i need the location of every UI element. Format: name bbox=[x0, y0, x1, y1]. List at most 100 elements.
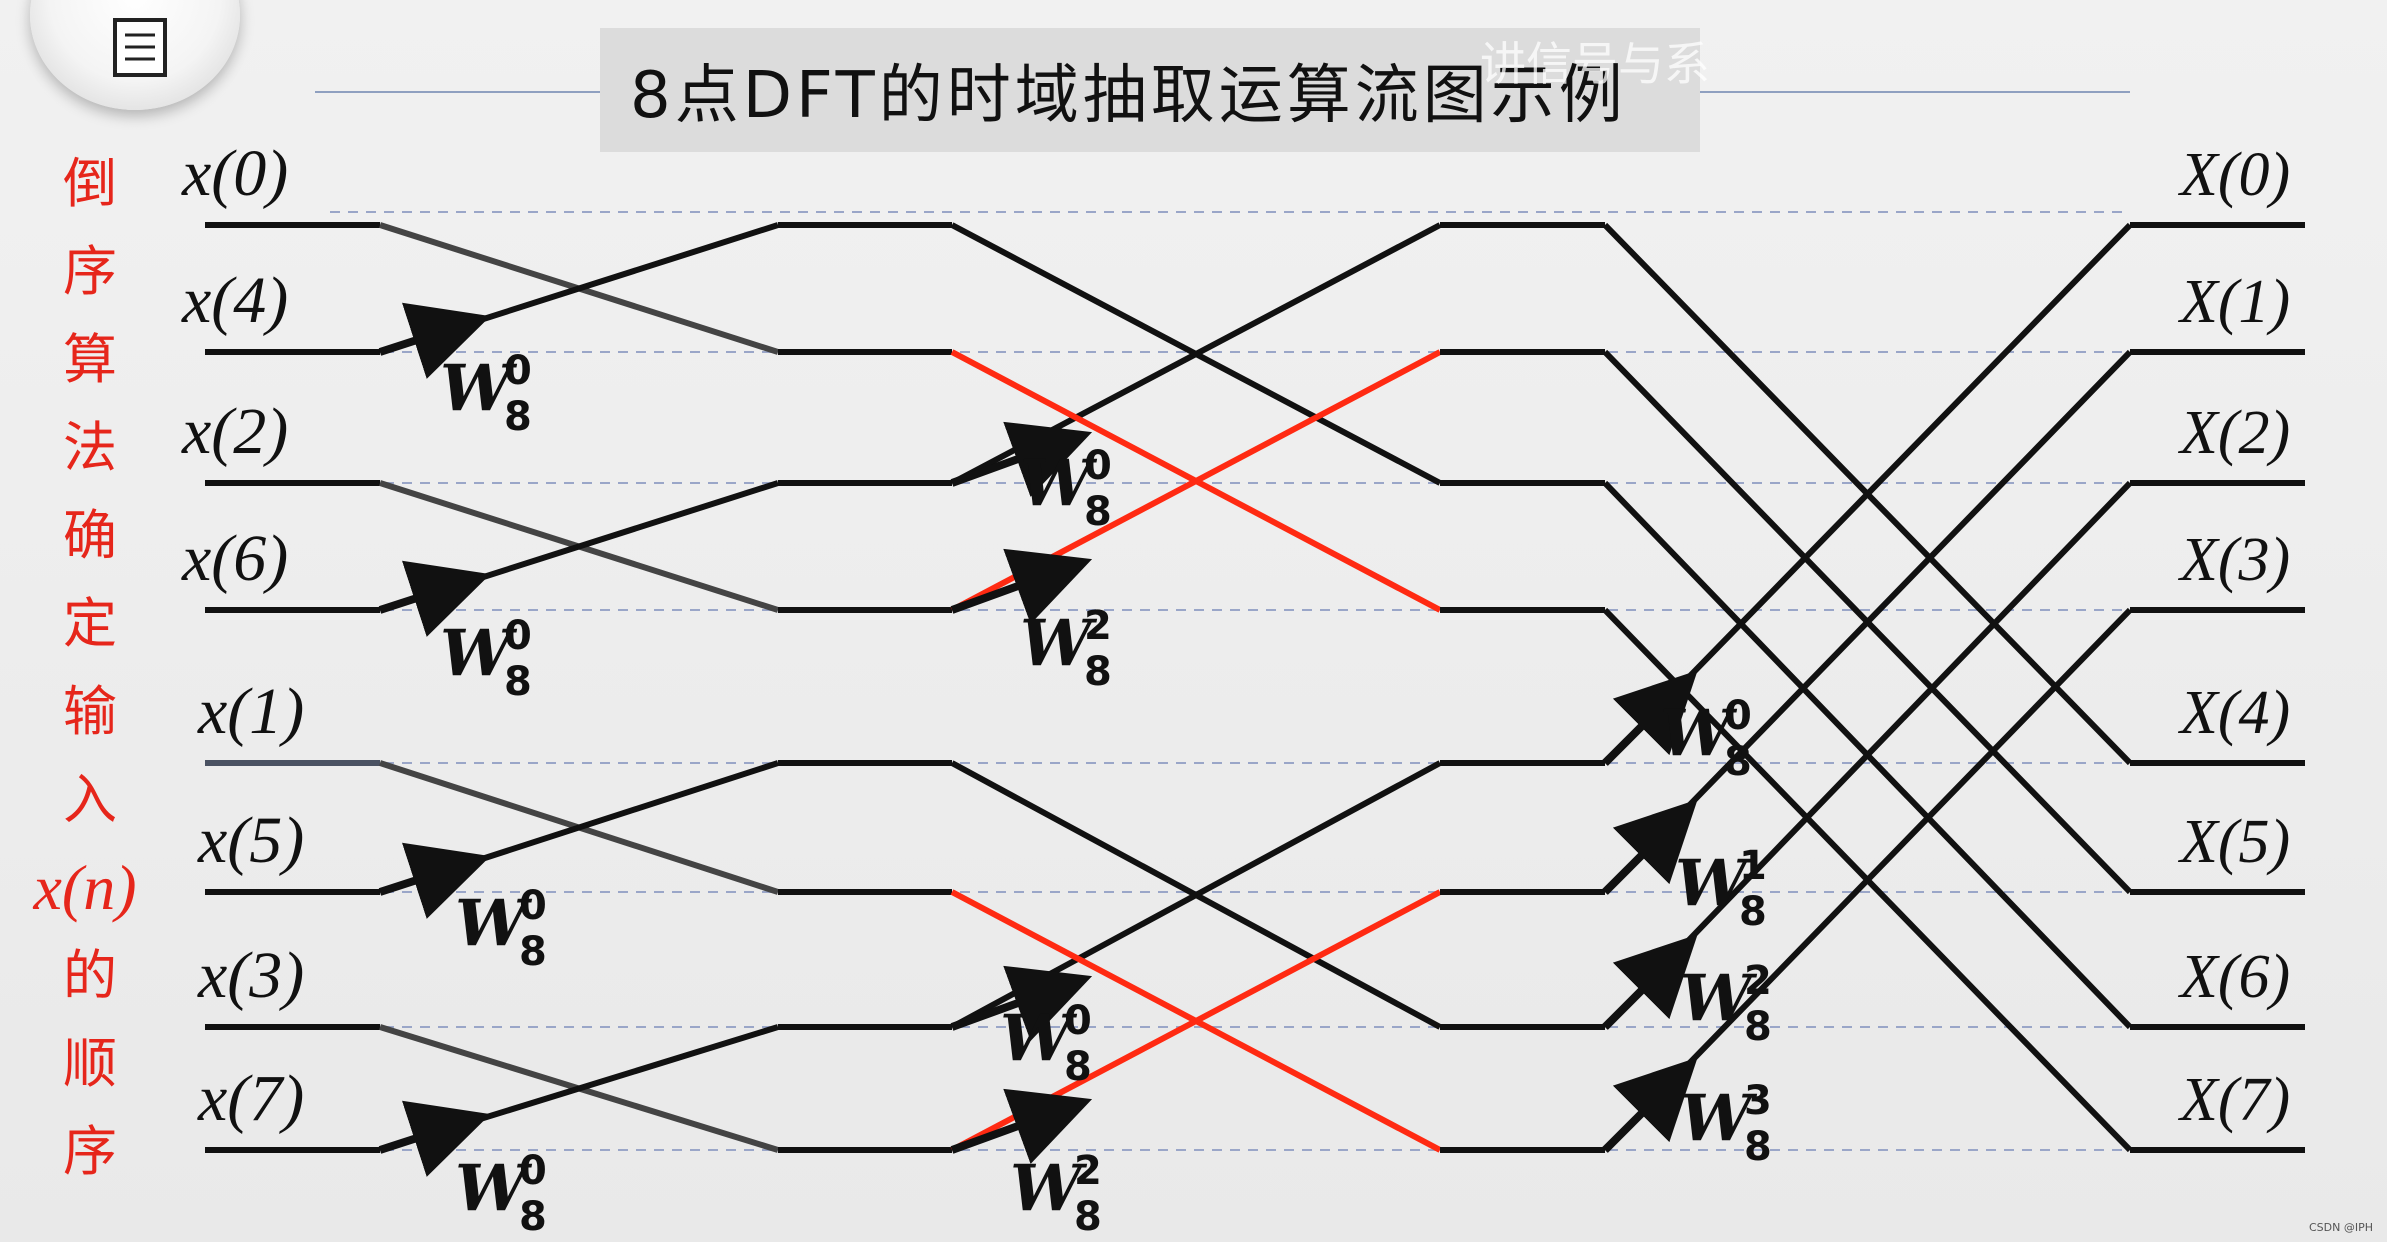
twiddle-exponent: 0 bbox=[519, 1148, 547, 1194]
twiddle-exponent: 2 bbox=[1084, 603, 1112, 649]
twiddle-exponent: 0 bbox=[504, 348, 532, 394]
twiddle-exponent: 0 bbox=[1084, 443, 1112, 489]
twiddle-stage3: W08 bbox=[1660, 693, 1752, 785]
twiddle-subscript: 8 bbox=[519, 1194, 547, 1240]
twiddle-subscript: 8 bbox=[1074, 1194, 1102, 1240]
stage2-arrow bbox=[950, 1088, 1093, 1164]
twiddle-stage2: W08 bbox=[1000, 998, 1092, 1090]
side-char: 确 bbox=[63, 504, 117, 567]
output-label: X(3) bbox=[2177, 526, 2290, 594]
twiddle-base: W bbox=[1660, 696, 1738, 771]
twiddle-base: W bbox=[455, 1151, 533, 1226]
output-label: X(4) bbox=[2177, 679, 2290, 747]
twiddle-stage3: W38 bbox=[1680, 1078, 1772, 1170]
side-char: 顺 bbox=[63, 1032, 117, 1095]
twiddle-subscript: 8 bbox=[1739, 889, 1767, 935]
output-label: X(5) bbox=[2177, 808, 2290, 876]
input-label: x(5) bbox=[197, 804, 304, 877]
twiddle-exponent: 2 bbox=[1744, 958, 1772, 1004]
guide-lines bbox=[330, 211, 2130, 1151]
twiddle-stage2: W08 bbox=[1020, 443, 1112, 535]
flow-edges bbox=[205, 222, 2305, 1153]
stage2-arrow bbox=[950, 421, 1093, 497]
twiddle-stage3: W28 bbox=[1680, 958, 1772, 1050]
input-label: x(0) bbox=[181, 137, 288, 210]
stage3-arrow bbox=[1602, 1057, 1698, 1153]
twiddle-base: W bbox=[1675, 846, 1753, 921]
twiddle-subscript: 8 bbox=[1084, 489, 1112, 535]
output-label: X(7) bbox=[2177, 1066, 2290, 1134]
twiddle-subscript: 8 bbox=[519, 929, 547, 975]
twiddle-subscript: 8 bbox=[1724, 739, 1752, 785]
stage1-arrow bbox=[378, 302, 491, 379]
twiddle-exponent: 1 bbox=[1739, 843, 1767, 889]
twiddle-stage2: W28 bbox=[1010, 1148, 1102, 1240]
stage1-arrow bbox=[378, 842, 491, 919]
twiddle-subscript: 8 bbox=[1064, 1044, 1092, 1090]
twiddle-base: W bbox=[440, 351, 518, 426]
stage3-arrow bbox=[1602, 670, 1698, 766]
twiddle-base: W bbox=[1020, 446, 1098, 521]
twiddle-stage1: W08 bbox=[455, 883, 547, 975]
stage1-arrow bbox=[378, 1100, 491, 1177]
output-label: X(2) bbox=[2177, 399, 2290, 467]
side-char: 序 bbox=[63, 240, 117, 303]
twiddle-subscript: 8 bbox=[504, 659, 532, 705]
stage1-arrow bbox=[378, 560, 491, 637]
input-label: x(2) bbox=[181, 395, 288, 468]
twiddle-base: W bbox=[1680, 961, 1758, 1036]
twiddle-base: W bbox=[1020, 606, 1098, 681]
watermark: 讲信号与系 bbox=[1480, 37, 1710, 91]
twiddle-stage2: W28 bbox=[1020, 603, 1112, 695]
credit: CSDN @IPH bbox=[2308, 1221, 2373, 1234]
twiddle-stage1: W08 bbox=[455, 1148, 547, 1240]
input-label: x(3) bbox=[197, 939, 304, 1012]
twiddle-exponent: 0 bbox=[504, 613, 532, 659]
side-char: 倒 bbox=[63, 152, 117, 215]
twiddle-base: W bbox=[1680, 1081, 1758, 1156]
diagram-labels: x(0) x(4) x(2) x(6) x(1) x(5) x(3) x(7) X(0) X(1)… bbox=[181, 137, 2290, 1240]
side-char: 入 bbox=[63, 768, 117, 831]
twiddle-stage3: W18 bbox=[1675, 843, 1767, 935]
side-annotation: 倒 序 算 法 确 定 输 入 x(n) 的 顺 序 bbox=[30, 140, 150, 1196]
twiddle-subscript: 8 bbox=[1744, 1124, 1772, 1170]
input-label: x(1) bbox=[197, 675, 304, 748]
twiddle-exponent: 0 bbox=[1724, 693, 1752, 739]
twiddle-base: W bbox=[440, 616, 518, 691]
side-char: 的 bbox=[63, 944, 117, 1007]
side-char: 序 bbox=[63, 1120, 117, 1183]
twiddle-exponent: 0 bbox=[1064, 998, 1092, 1044]
output-label: X(6) bbox=[2177, 943, 2290, 1011]
flow-arrows bbox=[378, 302, 1698, 1177]
twiddle-subscript: 8 bbox=[1744, 1004, 1772, 1050]
twiddle-exponent: 2 bbox=[1074, 1148, 1102, 1194]
title-banner bbox=[600, 28, 1700, 152]
page-title: 8点DFT的时域抽取运算流图示例 bbox=[630, 59, 1627, 133]
twiddle-subscript: 8 bbox=[1084, 649, 1112, 695]
side-variable: x(n) bbox=[33, 852, 137, 923]
stage3-arrow bbox=[1602, 799, 1698, 895]
input-label: x(4) bbox=[181, 264, 288, 337]
twiddle-exponent: 3 bbox=[1744, 1078, 1772, 1124]
output-label: X(1) bbox=[2177, 268, 2290, 336]
twiddle-stage1: W08 bbox=[440, 348, 532, 440]
twiddle-base: W bbox=[1000, 1001, 1078, 1076]
stage2-arrow bbox=[950, 548, 1093, 624]
logo-icon bbox=[30, 0, 240, 110]
stage2-arrow bbox=[950, 965, 1093, 1041]
output-label: X(0) bbox=[2177, 141, 2290, 209]
twiddle-exponent: 0 bbox=[519, 883, 547, 929]
side-char: 定 bbox=[63, 592, 117, 655]
side-char: 法 bbox=[63, 416, 117, 479]
twiddle-base: W bbox=[1010, 1151, 1088, 1226]
twiddle-subscript: 8 bbox=[504, 394, 532, 440]
side-char: 算 bbox=[63, 328, 117, 391]
side-char: 输 bbox=[63, 680, 117, 743]
input-label: x(7) bbox=[197, 1062, 304, 1135]
stage3-arrow bbox=[1602, 934, 1698, 1030]
input-label: x(6) bbox=[181, 522, 288, 595]
twiddle-stage1: W08 bbox=[440, 613, 532, 705]
twiddle-base: W bbox=[455, 886, 533, 961]
